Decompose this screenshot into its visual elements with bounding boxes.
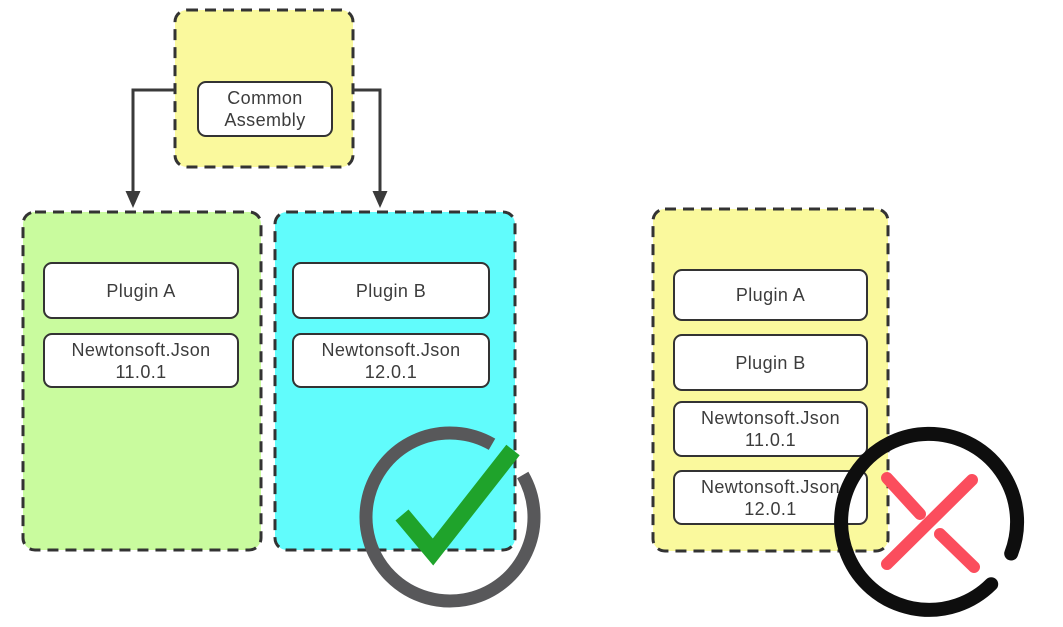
newtonsoft-12-box: Newtonsoft.Json 12.0.1: [292, 333, 490, 388]
cross-icon-ring: [834, 426, 1025, 617]
single-newtonsoft-12-box: Newtonsoft.Json 12.0.1: [673, 470, 868, 525]
newtonsoft-12-name: Newtonsoft.Json: [321, 339, 461, 360]
plugin-a-box: Plugin A: [43, 262, 239, 319]
cross-icon-stroke-3: [934, 528, 980, 573]
newtonsoft-11-name: Newtonsoft.Json: [71, 339, 211, 360]
plugin-b-box: Plugin B: [292, 262, 490, 319]
single-newtonsoft-11-version: 11.0.1: [744, 430, 797, 450]
common-assembly-label: Common Assembly: [224, 88, 306, 130]
arrow-to-context-b: [353, 88, 388, 208]
single-plugin-b-label: Plugin B: [735, 352, 806, 373]
check-icon-mark: [395, 444, 520, 566]
single-newtonsoft-12-name: Newtonsoft.Json: [700, 476, 841, 497]
single-newtonsoft-11-box: Newtonsoft.Json 11.0.1: [673, 401, 868, 457]
arrow-to-context-a: [125, 88, 175, 208]
common-assembly-box: Common Assembly: [197, 81, 333, 137]
newtonsoft-12-version: 12.0.1: [364, 361, 418, 382]
cross-icon: [834, 426, 1025, 617]
check-icon: [359, 426, 541, 608]
cross-icon-stroke-2: [881, 474, 978, 570]
plugin-a-label: Plugin A: [106, 280, 176, 301]
single-newtonsoft-11-name: Newtonsoft.Json: [700, 408, 841, 428]
plugin-b-label: Plugin B: [355, 280, 427, 301]
check-icon-ring: [359, 426, 541, 608]
single-newtonsoft-12-version: 12.0.1: [744, 498, 797, 519]
single-plugin-b-box: Plugin B: [673, 334, 868, 391]
arrow-to-context-b-head: [372, 191, 388, 208]
newtonsoft-11-box: Newtonsoft.Json 11.0.1: [43, 333, 239, 388]
arrow-to-context-a-line: [131, 88, 175, 192]
cross-icon-stroke-1: [881, 472, 926, 520]
single-plugin-a-box: Plugin A: [673, 269, 868, 321]
arrow-to-context-b-line: [353, 88, 382, 192]
arrow-to-context-a-head: [125, 191, 141, 208]
newtonsoft-11-version: 11.0.1: [115, 361, 167, 382]
single-plugin-a-label: Plugin A: [735, 285, 806, 305]
